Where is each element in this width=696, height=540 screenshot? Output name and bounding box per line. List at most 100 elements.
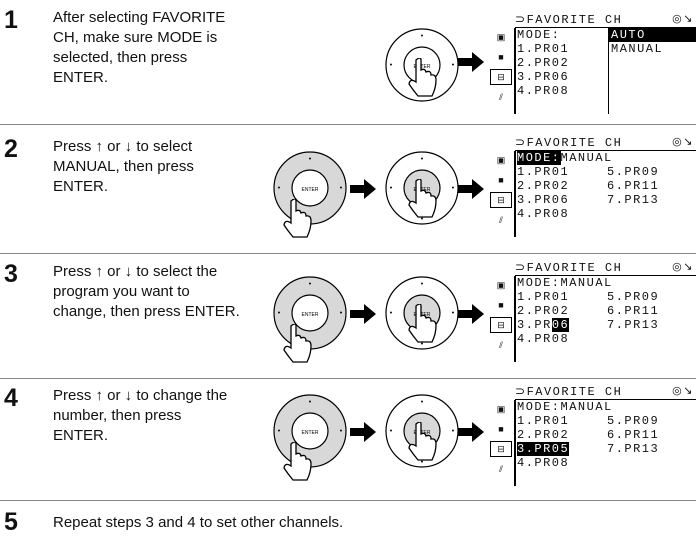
mode-row: MODE:MANUAL (517, 276, 613, 290)
svg-text:•: • (421, 216, 424, 223)
step-instruction: Repeat steps 3 and 4 to set other channe… (53, 514, 344, 531)
pressing-hand-icon (283, 324, 312, 363)
osd-screen: ⊃FAVORITE CH ◎↘ ▣ ■ ⊟ ⫽ MODE:MANUAL 1.PR… (488, 137, 696, 237)
svg-text:•: • (390, 185, 393, 192)
svg-text:•: • (452, 185, 455, 192)
program-row: 1.PR01 (517, 42, 570, 56)
program-row: 3.PR06 (517, 70, 570, 84)
program-row: 5.PR09 (607, 290, 660, 304)
program-row: 3.PR06 (517, 193, 570, 207)
svg-text:•: • (309, 281, 312, 288)
osd-divider (514, 151, 516, 237)
pressing-hand-icon (408, 422, 437, 461)
picture-icon: ▣ (496, 404, 506, 414)
osd-body: MODE:MANUAL 1.PR01 2.PR02 3.PR06 4.PR08 … (517, 151, 696, 237)
divider (0, 378, 696, 379)
antenna-icon: ⫽ (498, 464, 503, 474)
step-instruction: Press ↑ or ↓ to select MANUAL, then pres… (53, 138, 194, 195)
return-arrow-icon: ⊃ (515, 261, 527, 275)
menu-option-auto: AUTO (609, 28, 696, 42)
svg-text:•: • (278, 310, 281, 317)
program-row: 5.PR09 (607, 414, 660, 428)
svg-text:•: • (421, 459, 424, 466)
svg-text:•: • (278, 185, 281, 192)
pressing-hand-icon (408, 304, 437, 343)
divider (0, 500, 696, 501)
mode-row: MODE:MANUAL (517, 151, 613, 165)
program-row: 7.PR13 (607, 193, 660, 207)
svg-text:•: • (452, 310, 455, 317)
osd-body: MODE:MANUAL 1.PR01 2.PR02 3.PR06 4.PR08 … (517, 276, 696, 362)
program-row: 4.PR08 (517, 207, 570, 221)
svg-text:•: • (278, 428, 281, 435)
picture-icon: ▣ (496, 280, 506, 290)
divider (0, 124, 696, 125)
osd-menu-icons: ▣ ■ ⊟ ⫽ (488, 28, 514, 114)
osd-screen: ⊃FAVORITE CH ◎↘ ▣ ■ ⊟ ⫽ MODE: 1.PR01 2.P… (488, 14, 696, 114)
pressing-hand-icon (283, 199, 312, 238)
enter-label: ENTER (302, 312, 319, 318)
picture-icon: ▣ (496, 155, 506, 165)
program-row: 2.PR02 (517, 428, 570, 442)
program-row-selected: 3.PR05 (517, 442, 570, 456)
antenna-icon: ⫽ (498, 92, 503, 102)
antenna-icon: ⫽ (498, 215, 503, 225)
svg-text:•: • (340, 185, 343, 192)
step-number: 5 (4, 508, 18, 536)
svg-text:•: • (390, 428, 393, 435)
program-row: 2.PR02 (517, 179, 570, 193)
menu-option-manual: MANUAL (611, 42, 664, 56)
pressing-hand-icon (283, 442, 312, 481)
osd-screen: ⊃FAVORITE CH ◎↘ ▣ ■ ⊟ ⫽ MODE:MANUAL 1.PR… (488, 386, 696, 486)
osd-menu-icons: ▣ ■ ⊟ ⫽ (488, 400, 514, 486)
osd-title: ⊃FAVORITE CH ◎↘ (515, 13, 696, 28)
eye-icon: ◎↘ (672, 14, 694, 26)
svg-text:•: • (421, 399, 424, 406)
eye-icon: ◎↘ (672, 386, 694, 398)
svg-text:•: • (390, 310, 393, 317)
program-row: 4.PR08 (517, 456, 570, 470)
screen-icon: ■ (498, 300, 504, 310)
osd-title: ⊃FAVORITE CH ◎↘ (515, 136, 696, 151)
right-arrow-icon (458, 179, 484, 199)
eye-icon: ◎↘ (672, 137, 694, 149)
program-row: 2.PR02 (517, 304, 570, 318)
step-instruction: Press ↑ or ↓ to change the number, then … (53, 387, 228, 444)
mode-row: MODE:MANUAL (517, 400, 613, 414)
step-number: 1 (4, 6, 18, 34)
program-row: 4.PR08 (517, 332, 570, 346)
enter-label: ENTER (414, 64, 431, 70)
mode-menu: AUTO MANUAL (608, 28, 696, 114)
svg-text:•: • (452, 428, 455, 435)
program-row: 6.PR11 (607, 428, 660, 442)
divider (0, 253, 696, 254)
program-row: 5.PR09 (607, 165, 660, 179)
program-row: 6.PR11 (607, 304, 660, 318)
program-row: 2.PR02 (517, 56, 570, 70)
svg-text:•: • (390, 62, 393, 69)
mode-row: MODE: (517, 28, 561, 42)
svg-text:•: • (421, 281, 424, 288)
program-row: 7.PR13 (607, 442, 660, 456)
remote-control-pad-pressed-enter: • • • • ENTER (385, 276, 459, 350)
return-arrow-icon: ⊃ (515, 13, 527, 27)
osd-body: MODE:MANUAL 1.PR01 2.PR02 3.PR05 4.PR08 … (517, 400, 696, 486)
eye-icon: ◎↘ (672, 262, 694, 274)
osd-menu-icons: ▣ ■ ⊟ ⫽ (488, 276, 514, 362)
channel-icon: ⊟ (490, 317, 512, 333)
channel-icon: ⊟ (490, 441, 512, 457)
right-arrow-icon (458, 422, 484, 442)
program-row: 1.PR01 (517, 290, 570, 304)
program-row: 7.PR13 (607, 318, 660, 332)
enter-label: ENTER (302, 187, 319, 193)
picture-icon: ▣ (496, 32, 506, 42)
program-row: 6.PR11 (607, 179, 660, 193)
svg-text:•: • (309, 156, 312, 163)
svg-text:•: • (340, 428, 343, 435)
pressing-hand-icon (408, 58, 437, 97)
step-5: 5 Repeat steps 3 and 4 to set other chan… (0, 508, 696, 536)
screen-icon: ■ (498, 424, 504, 434)
step-1: 1 After selecting FAVORITE CH, make sure… (0, 8, 696, 118)
program-row: 1.PR01 (517, 414, 570, 428)
svg-text:•: • (340, 310, 343, 317)
